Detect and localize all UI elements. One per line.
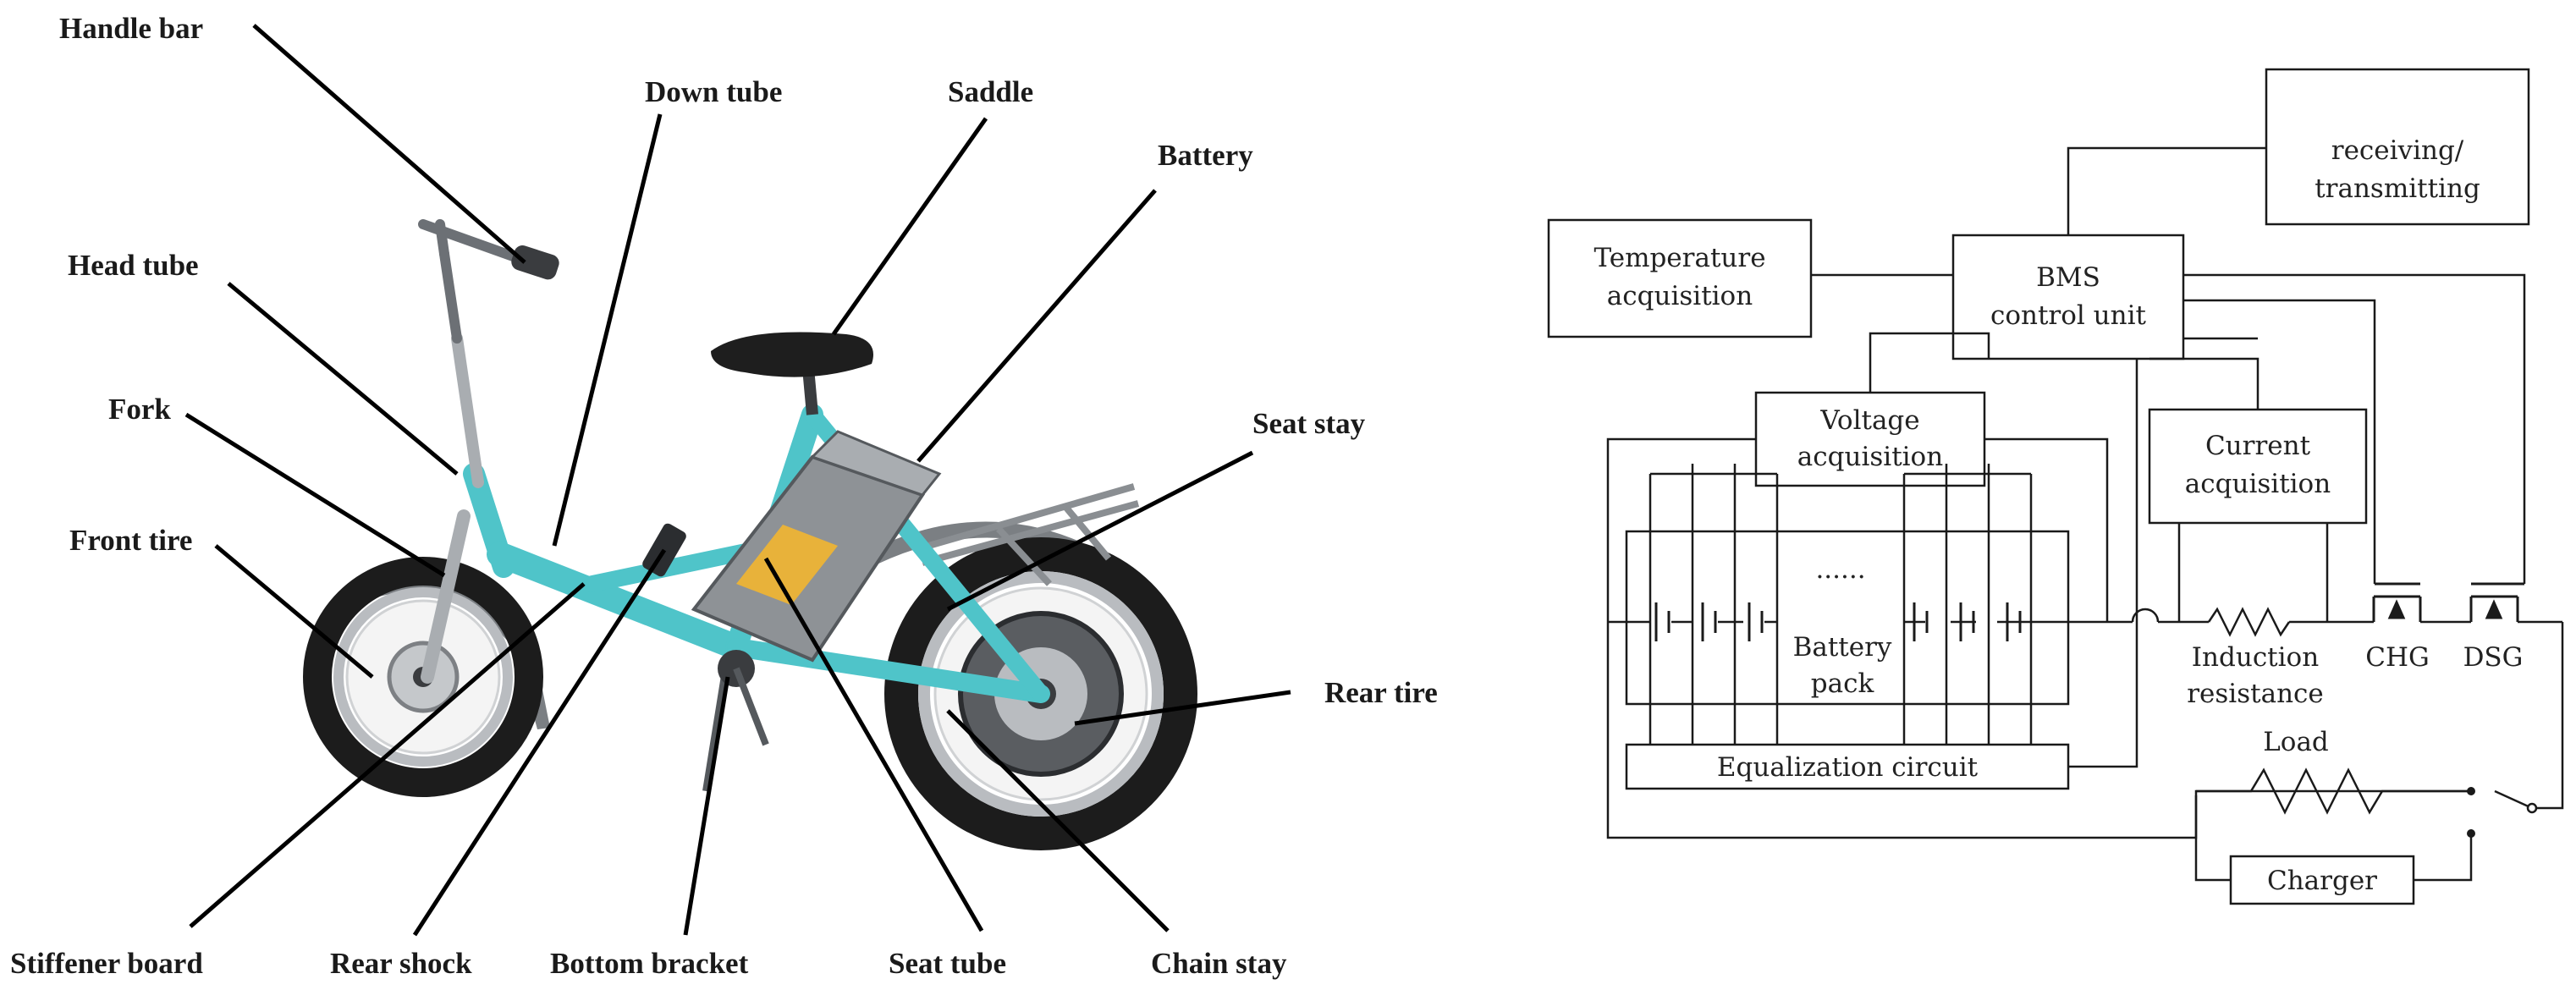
leader-down-tube — [552, 113, 663, 547]
leader-rear-shock — [412, 548, 667, 937]
label-bottom-bracket: Bottom bracket — [550, 947, 749, 980]
bicycle-illustration — [303, 219, 1197, 850]
handlebar — [418, 219, 547, 344]
load-label: Load — [2263, 727, 2329, 757]
control-line1: BMS — [2036, 262, 2100, 293]
label-chain-stay: Chain stay — [1151, 947, 1287, 980]
leader-head-tube — [227, 282, 459, 476]
bms-wiring — [1606, 146, 2564, 882]
induction-line1: Induction — [2192, 642, 2319, 673]
battery-dots: ...... — [1815, 554, 1865, 585]
label-rear-tire: Rear tire — [1324, 676, 1438, 709]
battery-cells — [1654, 602, 2022, 641]
equalization-label: Equalization circuit — [1717, 752, 1979, 783]
label-down-tube: Down tube — [645, 75, 782, 108]
induction-line2: resistance — [2187, 679, 2324, 709]
front-fork — [421, 509, 471, 684]
label-saddle: Saddle — [948, 75, 1033, 108]
dsg-mosfet — [2469, 582, 2524, 622]
leader-fork — [184, 412, 446, 578]
chg-mosfet — [2372, 582, 2422, 622]
label-leaders — [184, 24, 1291, 937]
voltage-line1: Voltage — [1819, 405, 1919, 436]
label-front-tire: Front tire — [69, 524, 192, 557]
leader-rear-tire — [1074, 690, 1291, 726]
rear-rack — [912, 483, 1140, 586]
control-line2: control unit — [1990, 300, 2147, 331]
battery-box — [691, 430, 942, 663]
leader-battery — [916, 189, 1157, 463]
label-stiffener-board: Stiffener board — [10, 947, 203, 980]
temperature-acquisition-block — [1547, 218, 1813, 338]
receiving-line1: receiving/ — [2331, 135, 2464, 166]
temperature-line2: acquisition — [1607, 281, 1753, 311]
switch-node-right — [2526, 802, 2538, 814]
equalization-circuit-block — [1625, 743, 2070, 790]
label-head-tube: Head tube — [68, 249, 199, 282]
voltage-line2: acquisition — [1797, 442, 1943, 472]
bms-control-unit-block — [1951, 234, 2185, 360]
switch-node-bottom — [2467, 829, 2475, 838]
battery-pack-line1: Battery — [1793, 632, 1892, 663]
label-fork: Fork — [108, 393, 171, 426]
crank-arm — [733, 667, 769, 746]
chg-label: CHG — [2365, 642, 2430, 673]
leader-seat-stay — [946, 450, 1254, 612]
leader-stiffener-board — [189, 582, 586, 928]
leader-handle-bar — [252, 24, 526, 264]
current-line2: acquisition — [2185, 469, 2331, 499]
leader-chain-stay — [946, 709, 1170, 932]
dsg-label: DSG — [2463, 642, 2524, 673]
leader-seat-tube — [763, 557, 984, 932]
charger-label: Charger — [2267, 866, 2377, 896]
leader-bottom-bracket — [683, 676, 730, 936]
battery-pack-line2: pack — [1811, 668, 1874, 699]
label-battery: Battery — [1158, 139, 1253, 172]
handle-grip — [511, 245, 559, 280]
leader-saddle — [831, 117, 988, 336]
switch-node-top — [2467, 787, 2475, 795]
bms-diagram: receiving/ transmitting Temperature acqu… — [1547, 68, 2564, 905]
rear-fender — [855, 521, 1151, 592]
charger-block — [2229, 855, 2415, 905]
receiving-line2: transmitting — [2315, 173, 2480, 204]
receiving-transmitting-block — [2265, 68, 2530, 226]
current-line1: Current — [2205, 431, 2311, 461]
label-seat-tube: Seat tube — [889, 947, 1006, 980]
temperature-line1: Temperature — [1593, 243, 1765, 273]
saddle-seat — [711, 332, 873, 415]
label-seat-stay: Seat stay — [1252, 407, 1366, 440]
current-acquisition-block — [2148, 408, 2368, 525]
leader-front-tire — [214, 544, 374, 679]
bike-labels: Handle bar Down tube Saddle Battery Head… — [10, 12, 1438, 980]
label-handle-bar: Handle bar — [59, 12, 203, 45]
label-rear-shock: Rear shock — [330, 947, 472, 980]
